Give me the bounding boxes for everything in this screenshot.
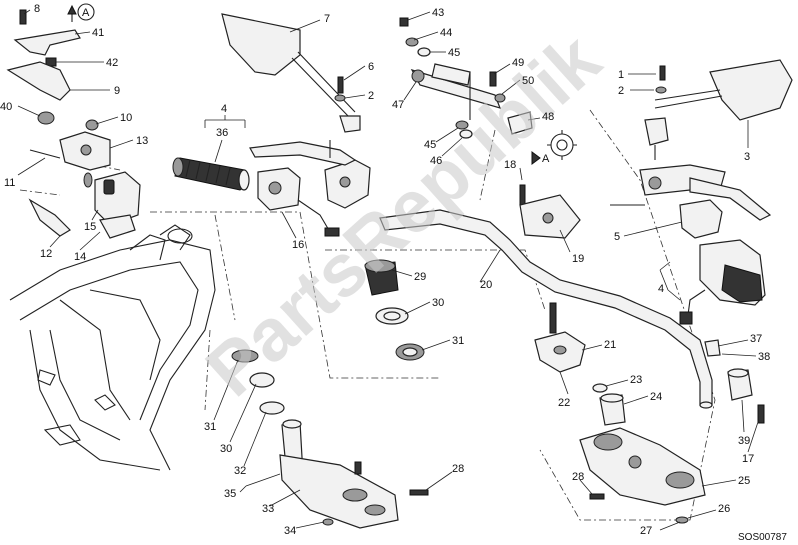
callout-4-right: 4 xyxy=(658,283,664,295)
callout-30-center: 30 xyxy=(432,297,444,309)
callout-48: 48 xyxy=(542,111,554,123)
callout-6: 6 xyxy=(368,61,374,73)
callout-42: 42 xyxy=(106,57,118,69)
callout-10: 10 xyxy=(120,112,132,124)
lower-triple-clamp xyxy=(231,349,429,529)
damper-bracket xyxy=(519,184,581,239)
callout-5: 5 xyxy=(614,231,620,243)
callout-19: 19 xyxy=(572,253,584,265)
callout-11: 11 xyxy=(4,177,15,189)
callout-15: 15 xyxy=(84,221,96,233)
view-marker-letter: A xyxy=(542,153,550,165)
callout-18: 18 xyxy=(504,159,516,171)
left-mirror xyxy=(221,13,361,133)
callout-4-left: 4 xyxy=(221,103,227,115)
callout-38: 38 xyxy=(758,351,770,363)
callout-14: 14 xyxy=(74,251,86,263)
view-marker-top-left: A xyxy=(67,3,95,22)
callout-28-right: 28 xyxy=(572,471,584,483)
callout-17: 17 xyxy=(742,453,754,465)
callout-43: 43 xyxy=(432,7,444,19)
callout-29: 29 xyxy=(414,271,426,283)
callout-7: 7 xyxy=(324,13,330,25)
callout-2-left: 2 xyxy=(368,90,374,102)
callout-30-left: 30 xyxy=(220,443,232,455)
view-marker-letter: A xyxy=(82,7,90,19)
callout-16: 16 xyxy=(292,239,304,251)
diagram-code: SOS00787 xyxy=(738,532,787,543)
callout-36: 36 xyxy=(216,127,228,139)
callout-22: 22 xyxy=(558,397,570,409)
callout-2-right: 2 xyxy=(618,85,624,97)
callout-34: 34 xyxy=(284,525,296,537)
callout-12: 12 xyxy=(40,248,52,260)
frame xyxy=(9,224,216,471)
callout-28-center: 28 xyxy=(452,463,464,475)
gear-icon xyxy=(547,130,577,160)
view-marker-center: A xyxy=(531,151,550,165)
upper-triple-clamp xyxy=(579,427,706,524)
callout-9: 9 xyxy=(114,85,120,97)
left-grip xyxy=(172,157,250,191)
right-grip xyxy=(679,239,766,325)
bar-end-weights xyxy=(704,339,765,424)
callout-46: 46 xyxy=(430,155,442,167)
callout-8: 8 xyxy=(34,3,40,15)
callout-50: 50 xyxy=(522,75,534,87)
callout-33: 33 xyxy=(262,503,274,515)
callout-40: 40 xyxy=(0,101,12,113)
callout-47: 47 xyxy=(392,99,404,111)
left-mirror-bracket xyxy=(6,9,111,171)
callout-27: 27 xyxy=(640,525,652,537)
callout-1: 1 xyxy=(618,69,624,81)
callout-35: 35 xyxy=(224,488,236,500)
left-switch-assembly xyxy=(249,140,371,237)
callout-49: 49 xyxy=(512,57,524,69)
callout-31-center: 31 xyxy=(452,335,464,347)
leader-lines xyxy=(17,9,759,531)
callout-45-mid: 45 xyxy=(424,139,436,151)
callout-45-top: 45 xyxy=(448,47,460,59)
ignition-switch xyxy=(28,171,141,239)
handlebar-riser xyxy=(534,302,626,426)
callout-20: 20 xyxy=(480,279,492,291)
callout-23: 23 xyxy=(630,374,642,386)
callout-37: 37 xyxy=(750,333,762,345)
callout-26: 26 xyxy=(718,503,730,515)
callout-39: 39 xyxy=(738,435,750,447)
callout-31-left: 31 xyxy=(204,421,216,433)
callout-21: 21 xyxy=(604,339,616,351)
callout-13: 13 xyxy=(136,135,148,147)
callout-32: 32 xyxy=(234,465,246,477)
callout-44: 44 xyxy=(440,27,452,39)
callout-41: 41 xyxy=(92,27,104,39)
right-brake-assembly xyxy=(610,164,772,239)
callout-24: 24 xyxy=(650,391,662,403)
callout-25: 25 xyxy=(738,475,750,487)
callout-3: 3 xyxy=(744,151,750,163)
right-mirror xyxy=(644,59,793,160)
callout-labels: 8 41 42 9 40 10 13 11 15 12 14 4 36 7 6 … xyxy=(0,3,770,537)
center-bearing-set xyxy=(364,259,425,361)
handlebar xyxy=(379,209,713,409)
